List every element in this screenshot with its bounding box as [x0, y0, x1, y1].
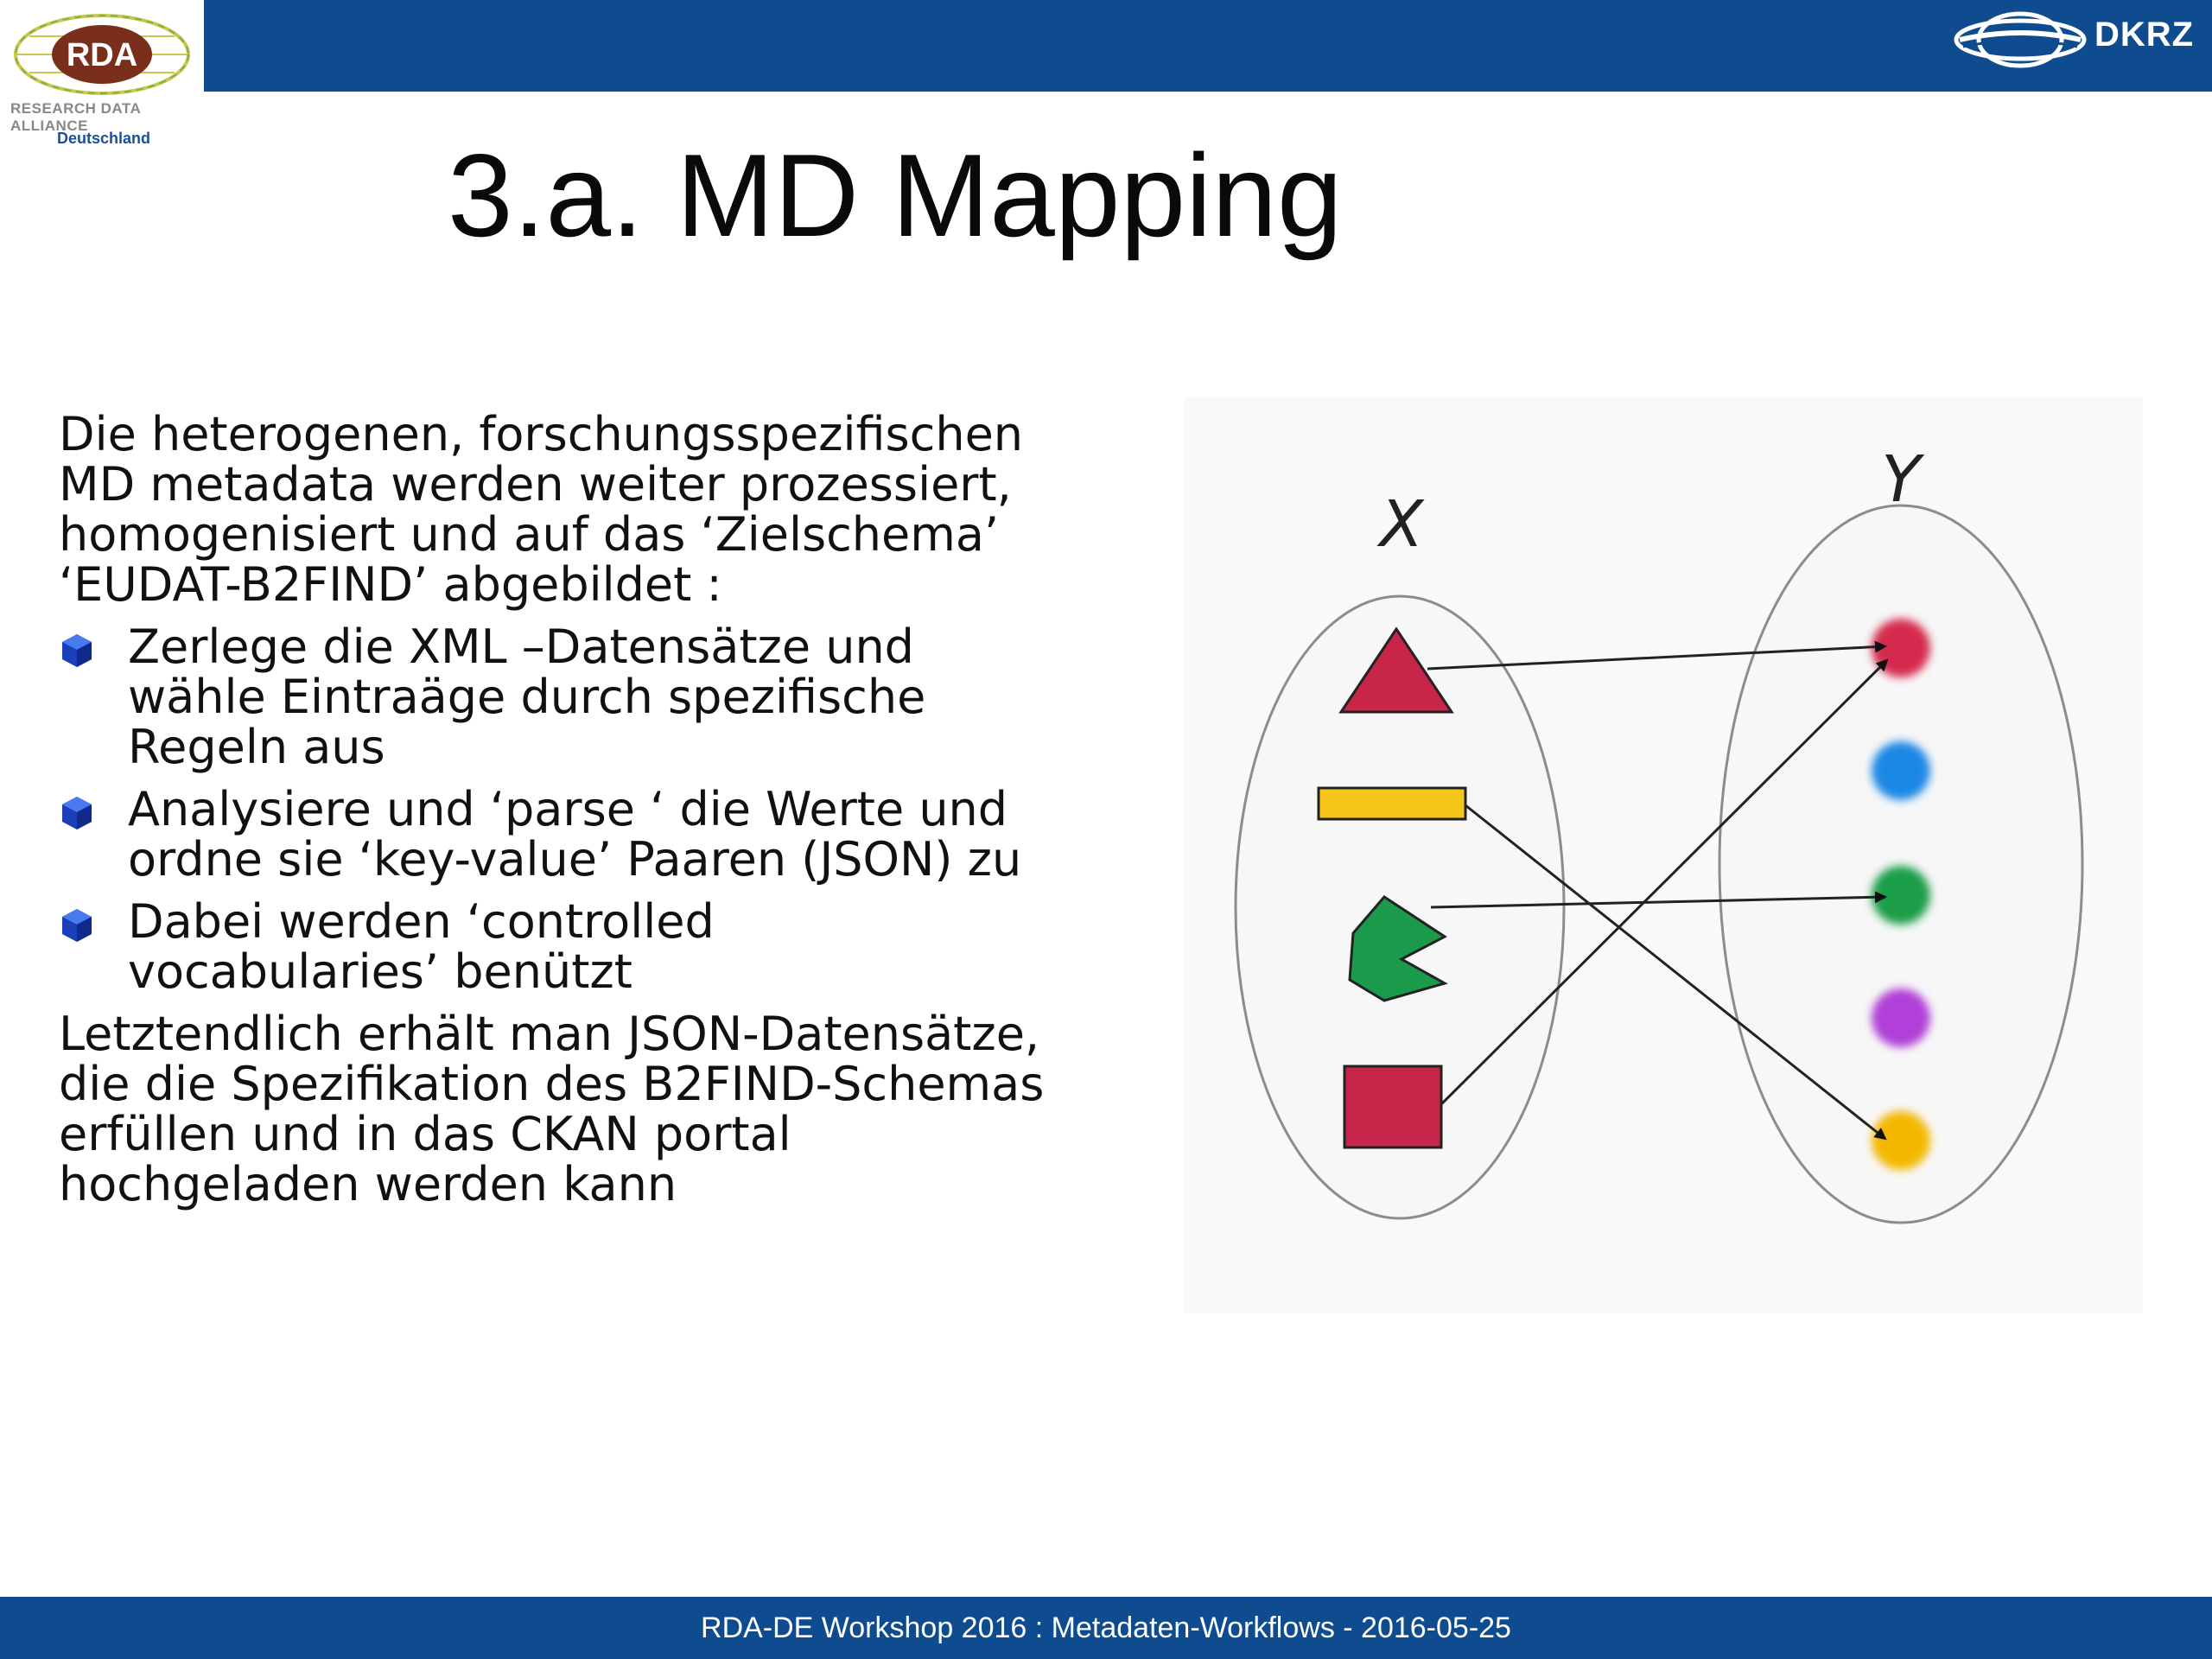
rda-globe-icon: RDA [14, 14, 190, 95]
intro-line: Die heterogenen, forschungsspezifischen [59, 407, 1024, 461]
purple-dot [1872, 988, 1930, 1047]
bullet-line: vocabularies’ benützt [128, 944, 632, 999]
set-y-ellipse [1718, 504, 2084, 1224]
arrow-rectangle-to-yellow [1465, 804, 1887, 1141]
svg-text:RDA: RDA [67, 37, 137, 73]
intro-line: homogenisiert und auf das ‘Zielschema’ [59, 507, 1000, 562]
bullet-item: Analysiere und ‘parse ‘ die Werte und or… [59, 785, 1182, 885]
top-bar [0, 0, 2212, 92]
bullet-line: wähle Eintraäge durch spezifische [128, 670, 926, 724]
conclusion-paragraph: Letztendlich erhält man JSON-Datensätze,… [59, 1009, 1182, 1210]
bullet-line: ordne sie ‘key-value’ Paaren (JSON) zu [128, 832, 1022, 887]
blue-dot [1872, 741, 1930, 800]
bullet-line: Analysiere und ‘parse ‘ die Werte und [128, 782, 1008, 836]
set-x-label: X [1376, 487, 1426, 562]
conclusion-line: die die Spezifikation des B2FIND-Schemas [59, 1057, 1045, 1111]
intro-paragraph: Die heterogenen, forschungsspezifischen … [59, 410, 1182, 610]
conclusion-line: erfüllen und in das CKAN portal [59, 1107, 791, 1161]
rda-logo: RDA RESEARCH DATA ALLIANCE Deutschland [0, 0, 204, 156]
pacman-shape [1348, 895, 1448, 1002]
slide-body: Die heterogenen, forschungsspezifischen … [59, 410, 1182, 1210]
bullet-line: Regeln aus [128, 720, 385, 774]
bullet-line: Dabei werden ‘controlled [128, 894, 715, 949]
rectangle-shape [1317, 786, 1467, 821]
conclusion-line: Letztendlich erhält man JSON-Datensätze, [59, 1007, 1040, 1061]
green-dot [1872, 866, 1930, 925]
dkrz-label: DKRZ [2094, 16, 2195, 54]
mapping-diagram: X Y [1184, 397, 2143, 1313]
cube-bullet-icon [62, 909, 92, 942]
cube-bullet-icon [62, 634, 92, 667]
arrow-pacman-to-green [1430, 891, 1887, 909]
arrow-triangle-to-red [1427, 640, 1887, 671]
rda-subtitle: RESEARCH DATA ALLIANCE [10, 100, 141, 134]
intro-line: MD metadata werden weiter prozessiert, [59, 457, 1012, 512]
bullet-item: Dabei werden ‘controlled vocabularies’ b… [59, 897, 1182, 997]
triangle-shape [1338, 626, 1454, 714]
intro-line: ‘EUDAT-B2FIND’ abgebildet : [59, 557, 722, 612]
footer-bar [0, 1597, 2212, 1659]
arrow-square-to-red [1440, 658, 1889, 1106]
bullet-line: Zerlege die XML –Datensätze und [128, 620, 914, 674]
square-shape [1343, 1065, 1443, 1149]
rda-country: Deutschland [57, 130, 151, 147]
dkrz-logo-icon [1954, 11, 2087, 68]
footer-text: RDA-DE Workshop 2016 : Metadaten-Workflo… [701, 1611, 1511, 1644]
bullet-item: Zerlege die XML –Datensätze und wähle Ei… [59, 622, 1182, 772]
set-y-label: Y [1881, 442, 1925, 517]
yellow-dot [1872, 1111, 1930, 1170]
cube-bullet-icon [62, 797, 92, 830]
slide-title: 3.a. MD Mapping [448, 130, 1343, 261]
conclusion-line: hochgeladen werden kann [59, 1157, 677, 1211]
